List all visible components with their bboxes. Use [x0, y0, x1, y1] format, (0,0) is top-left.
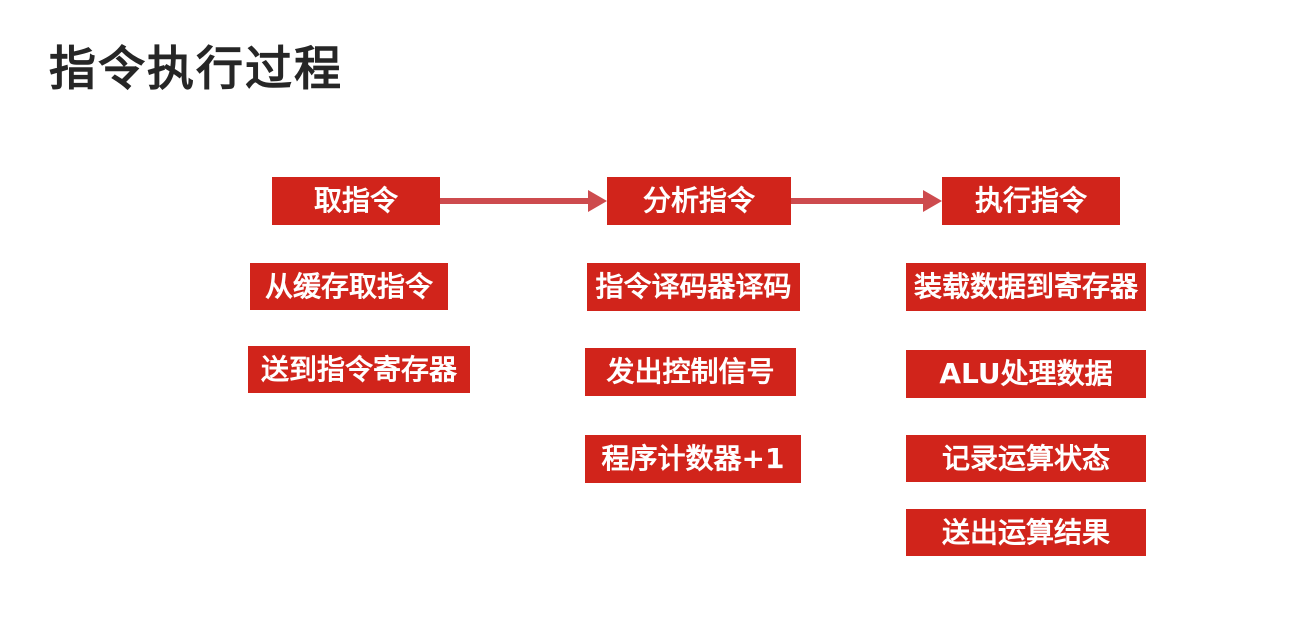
step-box-send-to-instruction-register: 送到指令寄存器 — [248, 346, 470, 393]
step-box-load-data-to-register: 装载数据到寄存器 — [906, 263, 1146, 311]
step-box-decoder-decode: 指令译码器译码 — [587, 263, 800, 311]
arrow-head — [588, 190, 607, 212]
step-box-program-counter-plus-1: 程序计数器+1 — [585, 435, 801, 483]
arrow-head — [923, 190, 942, 212]
step-box-fetch-from-cache: 从缓存取指令 — [250, 263, 448, 310]
stage-box-execute: 执行指令 — [942, 177, 1120, 225]
step-box-alu-process-data: ALU处理数据 — [906, 350, 1146, 398]
arrow-shaft — [791, 198, 925, 204]
step-box-send-out-result: 送出运算结果 — [906, 509, 1146, 556]
stage-box-analyze: 分析指令 — [607, 177, 791, 225]
step-box-record-operation-status: 记录运算状态 — [906, 435, 1146, 482]
arrow-shaft — [440, 198, 590, 204]
stage-box-fetch: 取指令 — [272, 177, 440, 225]
step-box-emit-control-signal: 发出控制信号 — [585, 348, 796, 396]
page-title: 指令执行过程 — [49, 42, 343, 97]
